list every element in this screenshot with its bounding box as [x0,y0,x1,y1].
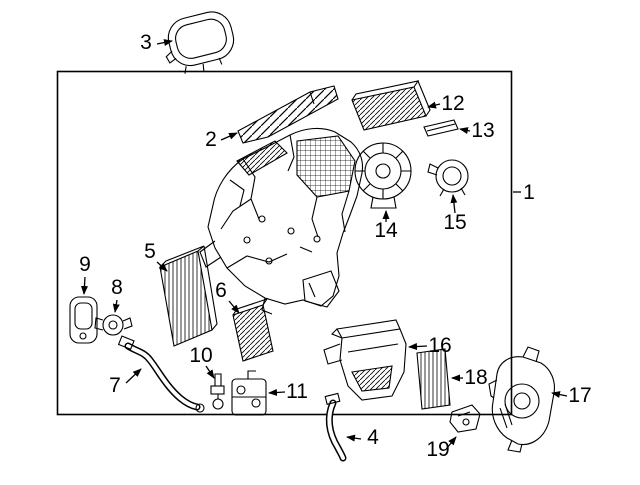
fitting-valve-drawing [210,373,225,410]
part-callout-12: 12 [427,92,465,115]
part-label-14: 14 [374,219,398,242]
evaporator-core-drawing [159,245,218,347]
actuator-motor-drawing [427,159,469,197]
part-callout-9: 9 [79,253,91,295]
part-label-1: 1 [523,181,535,204]
mounting-bracket-drawing [449,404,481,433]
lower-duct-housing-drawing [323,319,407,401]
part-callout-19: 19 [426,436,457,461]
main-assembly-boundary [56,70,513,416]
part-callout-11: 11 [268,380,308,403]
part-label-16: 16 [428,334,451,357]
part-callout-10: 10 [189,344,215,379]
part-callout-15: 15 [443,194,467,234]
part-label-10: 10 [189,344,212,367]
part-label-7: 7 [109,374,121,397]
part-callout-5: 5 [144,240,168,272]
part-callout-2: 2 [205,128,238,151]
part-callout-18: 18 [451,366,488,389]
hose-drawing [117,335,205,413]
expansion-valve-drawing [231,370,267,416]
air-filter-drawing [351,80,431,131]
part-label-2: 2 [205,128,217,151]
part-label-15: 15 [443,211,466,234]
part-label-6: 6 [215,279,227,302]
part-label-17: 17 [568,384,591,407]
blower-housing-drawing [488,346,555,453]
part-label-12: 12 [441,92,464,115]
part-callout-6: 6 [215,279,240,314]
part-callout-3: 3 [140,31,173,54]
part-callout-13: 13 [459,119,495,142]
part-label-13: 13 [471,119,494,142]
part-callout-4: 4 [346,426,379,449]
cabin-filter-drawing [416,348,451,410]
part-callout-1: 1 [513,181,535,204]
part-label-5: 5 [144,240,156,263]
part-label-19: 19 [426,438,449,461]
sensor-cover-drawing [69,296,98,344]
part-callout-17: 17 [551,384,592,407]
hvac-housing-drawing [199,127,364,315]
valve-actuator-drawing [94,314,133,336]
blower-motor-drawing [354,142,412,209]
part-label-3: 3 [140,31,152,54]
part-callout-14: 14 [374,210,398,242]
part-label-11: 11 [286,380,308,403]
part-label-9: 9 [79,253,91,276]
part-label-8: 8 [111,276,123,299]
part-label-4: 4 [367,426,379,449]
drain-hose-drawing [324,392,347,462]
seal-strip-drawing [423,119,459,137]
seal-ring-drawing [165,11,235,74]
part-label-18: 18 [464,366,487,389]
vent-cover-drawing [237,85,339,144]
part-callout-7: 7 [109,368,142,397]
part-callout-8: 8 [111,276,123,313]
part-callout-16: 16 [408,334,452,357]
heater-core-drawing [232,297,274,362]
